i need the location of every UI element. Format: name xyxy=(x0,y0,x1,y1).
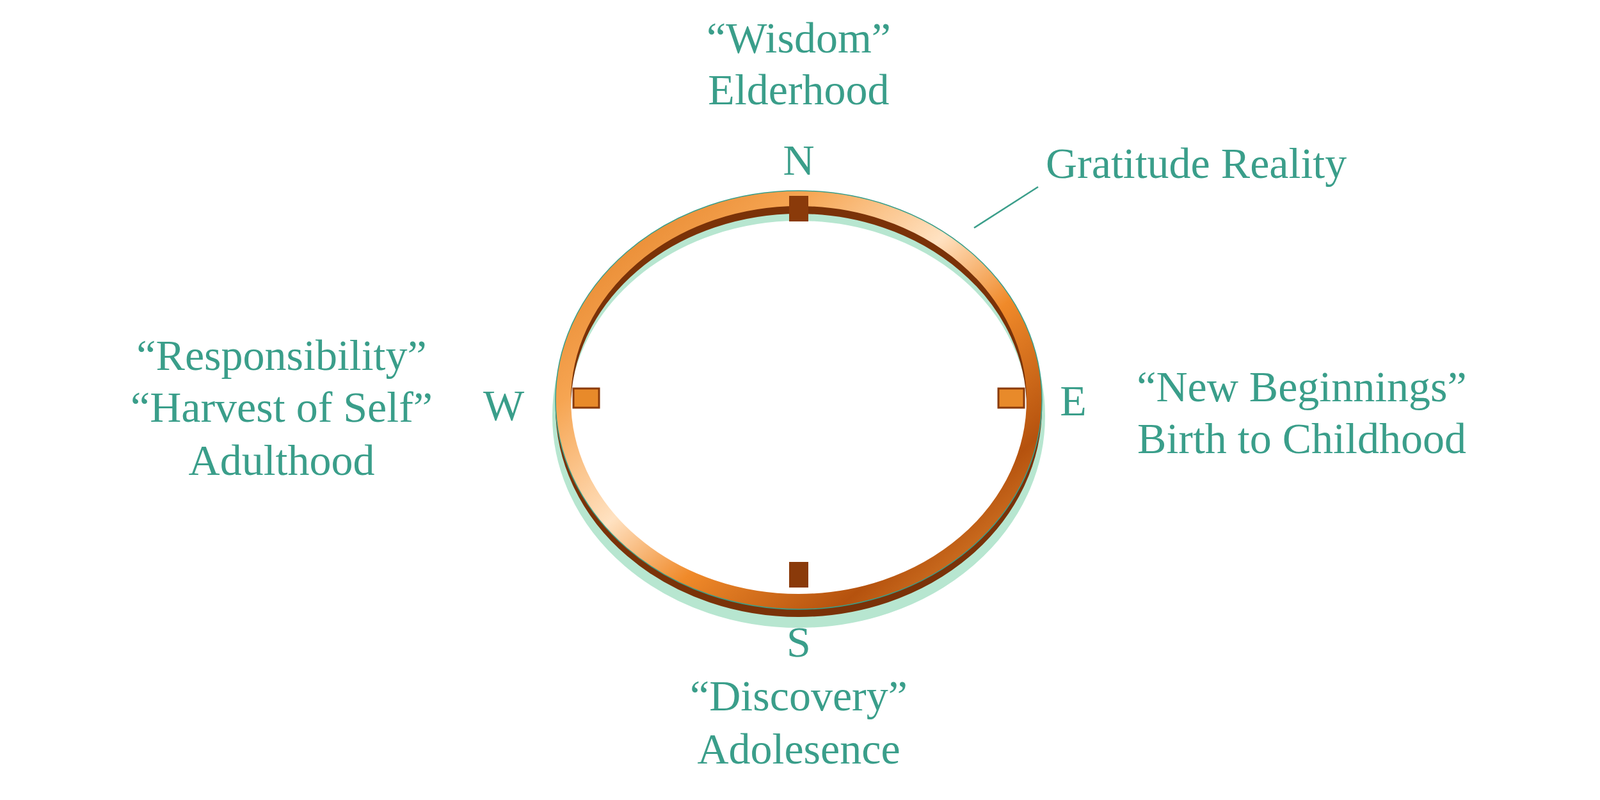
wheel-label: Birth to Childhood xyxy=(1137,414,1467,463)
wheel-label: W xyxy=(483,381,525,430)
wheel-label: N xyxy=(782,136,815,185)
tick-mark xyxy=(789,561,809,588)
tick-mark xyxy=(573,388,600,408)
ring-face xyxy=(563,198,1035,602)
wheel-label: Adolesence xyxy=(696,725,900,774)
tick-mark xyxy=(789,195,809,222)
tick-mark xyxy=(998,388,1024,408)
wheel-label: Elderhood xyxy=(707,65,889,114)
wheel-label: S xyxy=(786,618,811,667)
wheel-label: “Harvest of Self” xyxy=(130,383,433,432)
ring-edge xyxy=(555,190,1042,610)
wheel-label: Gratitude Reality xyxy=(1045,139,1347,188)
leader-line xyxy=(974,186,1039,228)
wheel-label: “Wisdom” xyxy=(706,14,891,63)
wheel-label: “Discovery” xyxy=(689,672,908,720)
wheel-label: Adulthood xyxy=(188,436,376,485)
wheel-label: “New Beginnings” xyxy=(1136,362,1467,411)
wheel-label: E xyxy=(1059,376,1087,425)
wheel-label: “Responsibility” xyxy=(136,331,427,380)
